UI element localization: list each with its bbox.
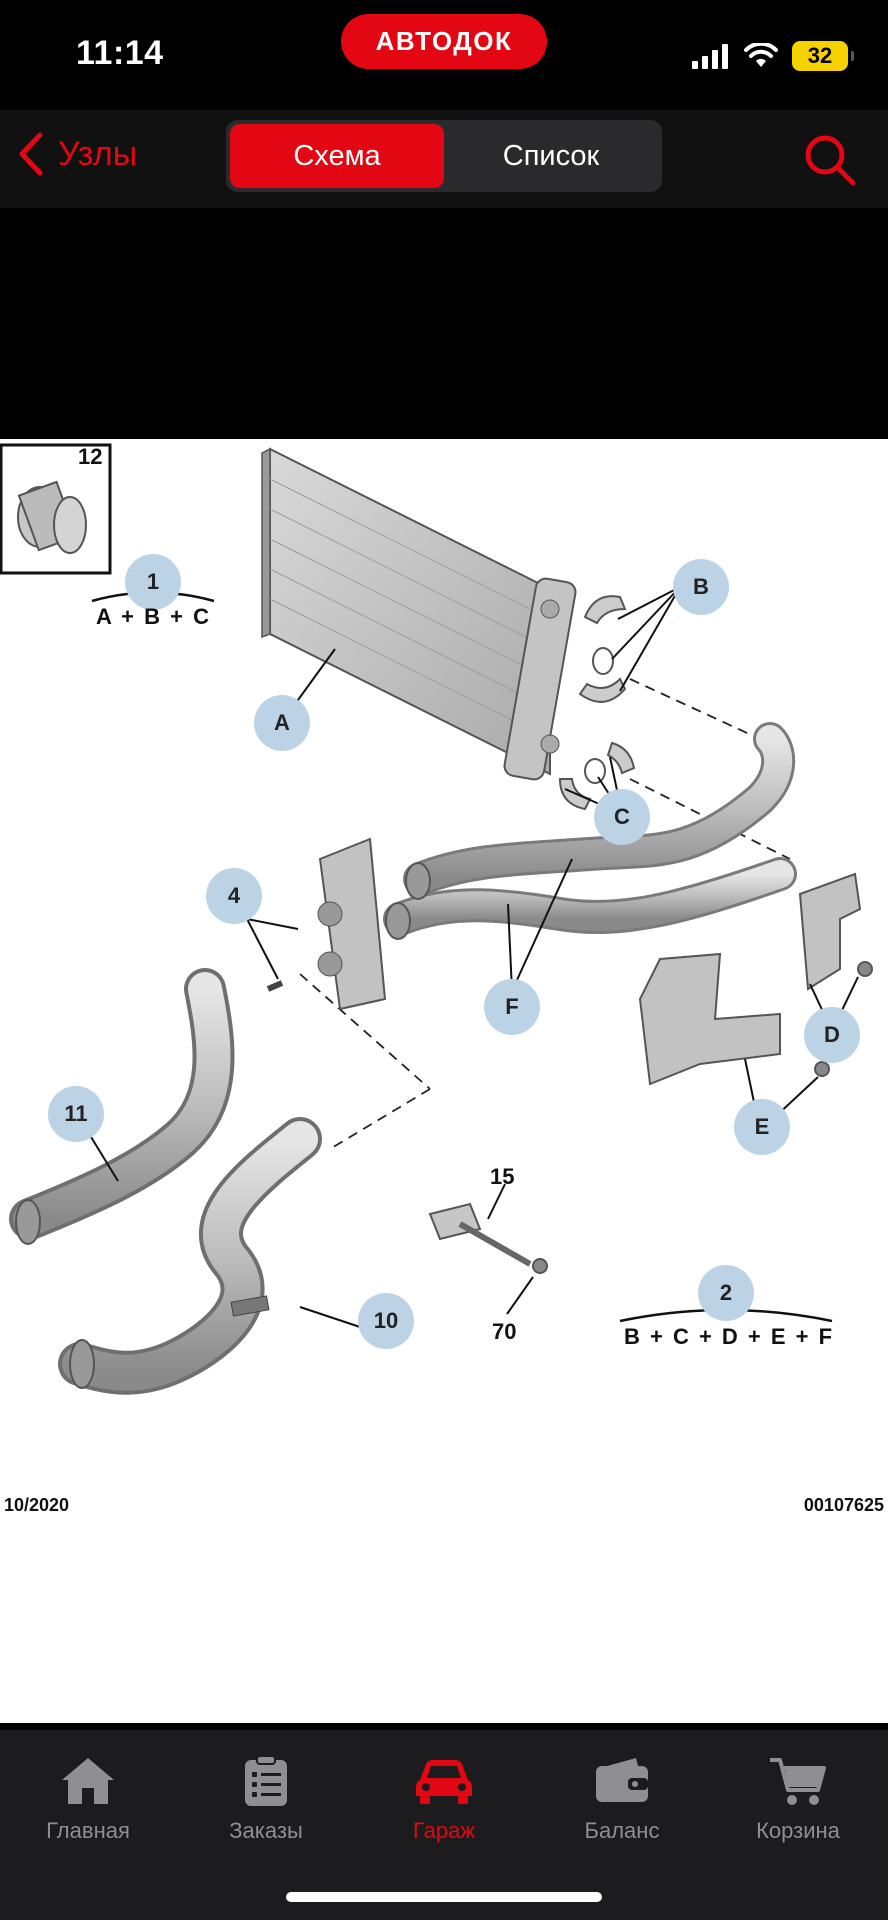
- back-label: Узлы: [58, 134, 138, 173]
- tab-balance-label: Баланс: [584, 1818, 660, 1843]
- brand-logo: АВТОДОК: [341, 14, 547, 69]
- plug-12-drawing: [17, 480, 87, 554]
- callout-2[interactable]: 2: [698, 1265, 754, 1321]
- radiator-drawing: [261, 447, 577, 781]
- tab-bar: Главная Заказы Гараж: [0, 1730, 888, 1920]
- view-switcher: Схема Список: [226, 120, 662, 192]
- status-time: 11:14: [76, 34, 164, 72]
- search-icon[interactable]: [802, 132, 858, 188]
- flange-drawing: [266, 837, 387, 1011]
- callout-10[interactable]: 10: [358, 1293, 414, 1349]
- segment-list[interactable]: Список: [502, 139, 600, 172]
- tab-garage-label: Гараж: [412, 1818, 476, 1843]
- status-icons: 32: [692, 40, 854, 72]
- diagram-reference: 00107625: [803, 1495, 884, 1515]
- formula-2: B + C + D + E + F: [624, 1324, 835, 1349]
- cellular-signal-icon: [692, 44, 728, 69]
- wallet-icon: [596, 1758, 648, 1802]
- callout-11[interactable]: 11: [48, 1086, 104, 1142]
- hose-10-drawing: [58, 1117, 322, 1395]
- callout-E[interactable]: E: [734, 1099, 790, 1155]
- clip-15-drawing: [428, 1202, 548, 1274]
- callout-1[interactable]: 1: [125, 554, 181, 610]
- clips-drawing: [558, 595, 636, 811]
- callout-C[interactable]: C: [594, 789, 650, 845]
- parts-diagram[interactable]: 12 1 A + B + C A B C 4 F D E 11 10 2 15 …: [0, 439, 888, 1723]
- battery-indicator: 32: [792, 41, 854, 71]
- tab-cart-label: Корзина: [756, 1818, 840, 1843]
- part-label-15: 15: [490, 1164, 515, 1189]
- orders-icon: [245, 1755, 287, 1806]
- callout-A[interactable]: A: [254, 695, 310, 751]
- tab-garage[interactable]: Гараж: [364, 1754, 524, 1844]
- part-label-70: 70: [492, 1319, 517, 1344]
- callout-D[interactable]: D: [804, 1007, 860, 1063]
- tab-cart[interactable]: Корзина: [718, 1754, 878, 1844]
- home-indicator: [286, 1892, 602, 1902]
- chevron-left-icon: [19, 132, 43, 176]
- tab-balance[interactable]: Баланс: [542, 1754, 702, 1844]
- callout-F[interactable]: F: [484, 979, 540, 1035]
- tab-orders-label: Заказы: [229, 1818, 303, 1843]
- back-button[interactable]: Узлы: [18, 132, 137, 176]
- hose-11-drawing: [9, 968, 235, 1245]
- tab-home[interactable]: Главная: [8, 1754, 168, 1844]
- callout-4[interactable]: 4: [206, 868, 262, 924]
- pipes-drawing: [383, 722, 797, 940]
- diagram-drawing: [0, 443, 873, 1395]
- segment-scheme[interactable]: Схема: [230, 124, 444, 188]
- car-icon: [416, 1760, 472, 1804]
- diagram-date: 10/2020: [4, 1495, 70, 1515]
- callout-B[interactable]: B: [673, 559, 729, 615]
- status-bar: 11:14 АВТОДОК 32: [0, 0, 888, 110]
- inset-part-label: 12: [78, 444, 103, 469]
- brackets-drawing: [638, 872, 873, 1086]
- formula-1: A + B + C: [96, 604, 211, 629]
- wifi-icon: [744, 43, 778, 67]
- tab-orders[interactable]: Заказы: [186, 1754, 346, 1844]
- cart-icon: [770, 1758, 826, 1805]
- navigation-bar: Узлы Схема Список: [0, 110, 888, 208]
- tab-home-label: Главная: [46, 1818, 130, 1843]
- home-icon: [62, 1758, 114, 1804]
- content-area: 12 1 A + B + C A B C 4 F D E 11 10 2 15 …: [0, 208, 888, 1730]
